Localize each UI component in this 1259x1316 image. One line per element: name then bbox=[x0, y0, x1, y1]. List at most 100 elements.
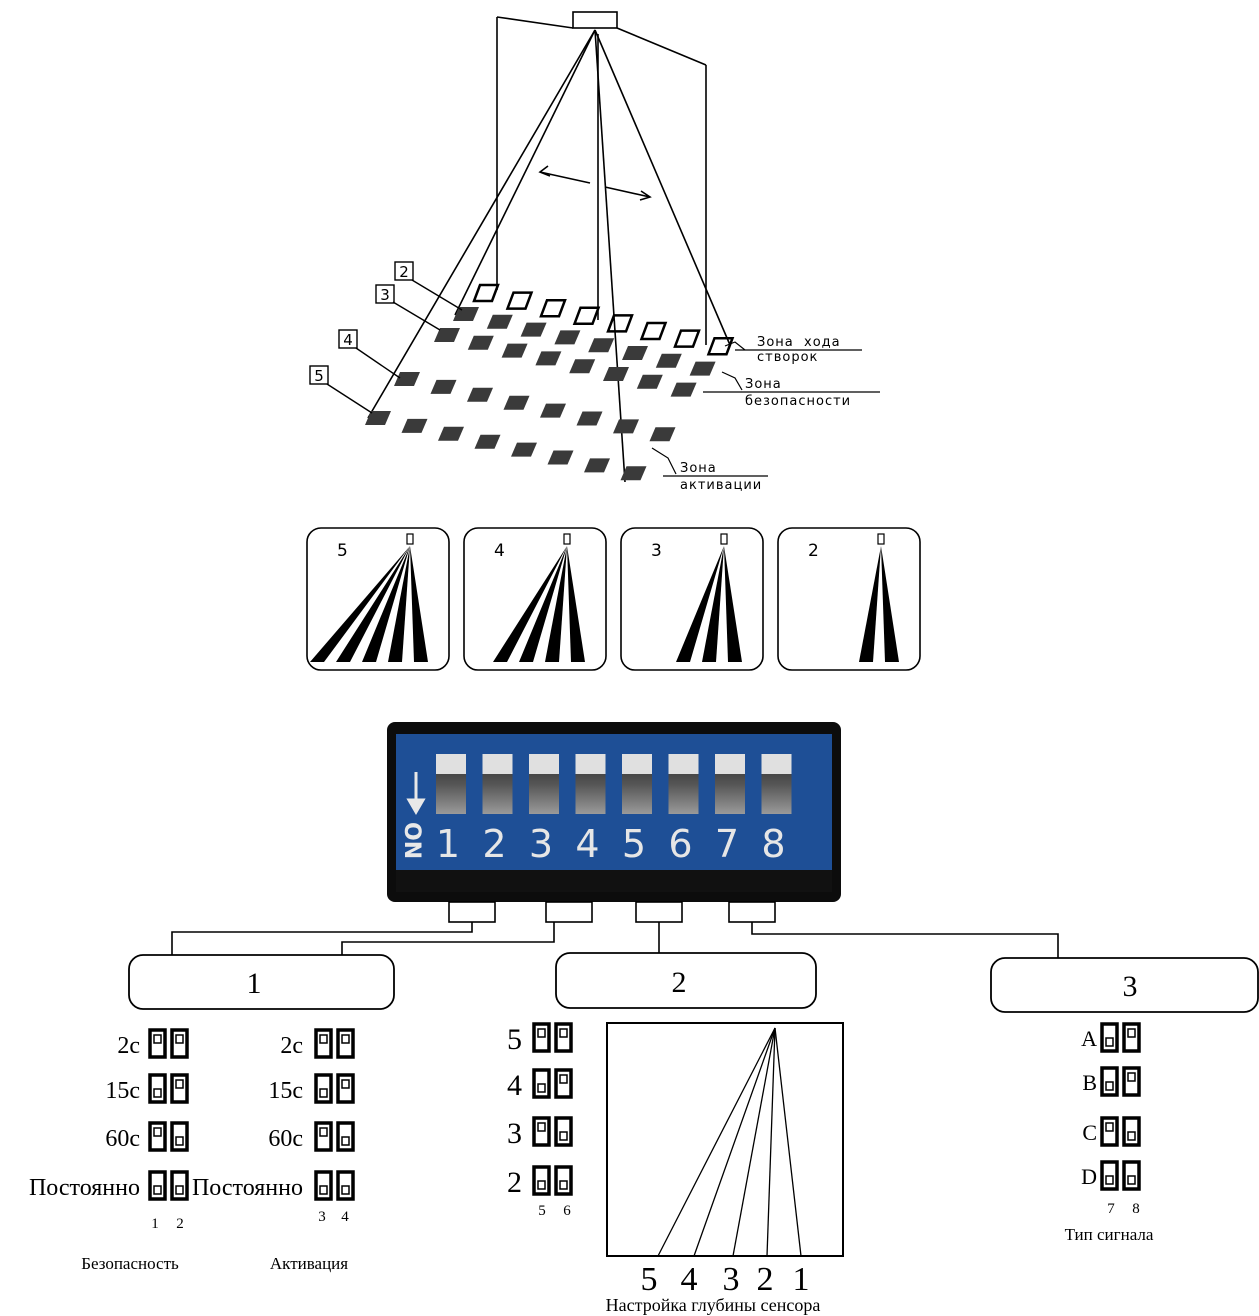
safety-zone-label-2: безопасности bbox=[745, 394, 851, 409]
doors-zone-label-2: створок bbox=[757, 350, 818, 365]
safety-caption: Безопасность bbox=[81, 1254, 179, 1273]
safety-zone-square bbox=[535, 351, 562, 366]
activation-zone-square bbox=[365, 411, 391, 425]
safety-zone-markers bbox=[434, 307, 716, 397]
door-perspective bbox=[367, 11, 731, 483]
connector-lines bbox=[171, 901, 1059, 958]
zone-label-leaders bbox=[651, 341, 880, 477]
dip-index: 1 bbox=[151, 1216, 159, 1232]
beam bbox=[493, 546, 567, 662]
sensor-unit-icon bbox=[572, 11, 618, 29]
activation-time-label: 15с bbox=[268, 1078, 303, 1104]
depth-level-label: 4 bbox=[507, 1069, 522, 1102]
safety-zone-square bbox=[622, 346, 648, 360]
door-zone-square bbox=[606, 314, 634, 333]
depth-panel-label: 3 bbox=[651, 541, 662, 561]
zone-number-2: 2 bbox=[399, 263, 409, 281]
sensor-icon bbox=[406, 533, 414, 545]
dip-on-label: ON bbox=[399, 822, 424, 859]
group-2-box bbox=[555, 952, 817, 1009]
safety-zone-square bbox=[467, 335, 494, 350]
dip-knob-6[interactable] bbox=[668, 754, 699, 774]
sensor-icon bbox=[563, 533, 571, 545]
beam bbox=[336, 546, 410, 662]
safety-zone-square bbox=[569, 359, 596, 374]
dip-index: 7 bbox=[1107, 1201, 1115, 1217]
dip-knob-3[interactable] bbox=[529, 754, 559, 774]
safety-zone-square bbox=[554, 330, 581, 345]
depth-number: 2 bbox=[757, 1261, 774, 1298]
dip-index: 6 bbox=[563, 1203, 571, 1219]
dip-knob-2[interactable] bbox=[482, 754, 513, 774]
beam bbox=[362, 546, 410, 662]
safety-zone-square bbox=[486, 314, 513, 329]
activation-zone-square bbox=[584, 458, 610, 473]
doors-zone-markers bbox=[472, 283, 735, 356]
safety-zone-square bbox=[520, 322, 547, 337]
beam bbox=[545, 546, 567, 662]
dip-index: 3 bbox=[318, 1209, 326, 1225]
zone-number-4: 4 bbox=[343, 331, 353, 349]
dip-index: 2 bbox=[176, 1216, 184, 1232]
activation-zone-markers bbox=[365, 372, 676, 481]
beam bbox=[388, 546, 410, 662]
safety-time-label: 2с bbox=[117, 1033, 140, 1059]
group-3-label: 3 bbox=[1123, 970, 1138, 1003]
beam bbox=[724, 546, 742, 662]
beam bbox=[702, 546, 724, 662]
safety-zone-square bbox=[501, 343, 528, 358]
safety-zone-square bbox=[453, 307, 479, 321]
depth-level-label: 3 bbox=[507, 1117, 522, 1150]
depth-level-label: 2 bbox=[507, 1166, 522, 1199]
depth-number: 5 bbox=[641, 1261, 658, 1298]
dip-number-3: 3 bbox=[529, 822, 553, 866]
group-boxes bbox=[128, 952, 1259, 1013]
beam bbox=[410, 546, 428, 662]
safety-zone-square bbox=[670, 382, 697, 397]
safety-zone-square bbox=[689, 361, 716, 376]
dip-index: 5 bbox=[538, 1203, 546, 1219]
door-zone-square bbox=[639, 321, 668, 341]
depth-panel-4: 4 bbox=[463, 527, 607, 671]
dip-index: 4 bbox=[341, 1209, 349, 1225]
depth-number: 3 bbox=[723, 1261, 740, 1298]
depth-panel-label: 5 bbox=[337, 541, 348, 561]
dip-knob-8[interactable] bbox=[761, 754, 792, 774]
depth-number: 1 bbox=[793, 1261, 810, 1298]
beam bbox=[519, 546, 567, 662]
dip-knob-5[interactable] bbox=[622, 754, 652, 774]
depth-panel-label: 4 bbox=[494, 541, 505, 561]
dip-switch-body bbox=[396, 734, 832, 870]
door-zone-square bbox=[706, 336, 735, 356]
activation-zone-square bbox=[576, 411, 603, 426]
dip-knob-4[interactable] bbox=[575, 754, 606, 774]
activation-zone-square bbox=[503, 395, 530, 410]
sensor-icon bbox=[877, 533, 885, 545]
group-1-box bbox=[128, 954, 395, 1010]
beam bbox=[881, 546, 899, 662]
depth-number: 4 bbox=[681, 1261, 698, 1298]
door-zone-square bbox=[505, 291, 534, 310]
zone-number-3: 3 bbox=[380, 286, 390, 304]
activation-zone-square bbox=[430, 379, 457, 394]
signal-type-caption: Тип сигнала bbox=[1065, 1225, 1154, 1244]
group-2-label: 2 bbox=[672, 966, 687, 999]
dip-number-7: 7 bbox=[715, 822, 739, 866]
depth-caption: Настройка глубины сенсора bbox=[606, 1295, 821, 1315]
activation-zone-square bbox=[547, 450, 574, 465]
beam bbox=[310, 546, 410, 662]
activation-zone-square bbox=[394, 372, 420, 386]
signal-type-label: B bbox=[1082, 1070, 1097, 1095]
dip-knob-7[interactable] bbox=[715, 754, 745, 774]
safety-time-label: 15с bbox=[105, 1078, 140, 1104]
dip-number-8: 8 bbox=[761, 822, 785, 866]
activation-zone-square bbox=[620, 466, 647, 481]
activation-zone-square bbox=[474, 434, 501, 449]
activation-zone-square bbox=[401, 418, 428, 433]
dip-number-1: 1 bbox=[436, 822, 460, 866]
dip-knob-1[interactable] bbox=[436, 754, 466, 774]
activation-caption: Активация bbox=[270, 1254, 348, 1273]
dip-index: 8 bbox=[1132, 1201, 1140, 1217]
